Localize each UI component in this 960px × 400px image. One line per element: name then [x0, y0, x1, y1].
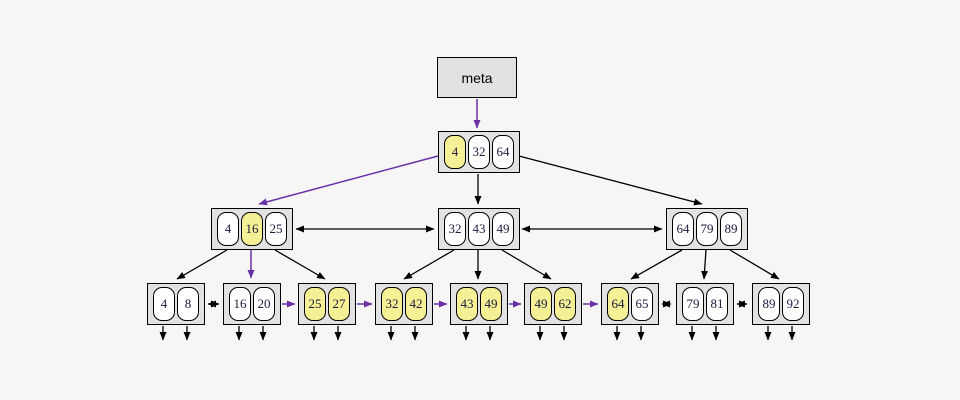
key-cell: 4 [153, 287, 175, 321]
edge-internal0-to-leaf2 [274, 249, 326, 280]
key-cell: 81 [706, 287, 728, 321]
edge-internal1-to-leaf5 [501, 249, 552, 280]
record-pointer-arrows [159, 326, 796, 341]
search-path-edges [247, 99, 599, 308]
edge-internal2-to-leaf8 [729, 249, 780, 280]
key-cell: 64 [672, 212, 694, 246]
key-cell: 65 [631, 287, 653, 321]
key-cell: 42 [405, 287, 427, 321]
leaf-node-2: 25 27 [298, 283, 356, 325]
key-cell: 89 [720, 212, 742, 246]
leaf-node-1: 16 20 [223, 283, 281, 325]
meta-node: meta [437, 57, 517, 98]
key-cell: 43 [456, 287, 478, 321]
edge-root-to-internal0 [258, 155, 439, 206]
key-cell: 49 [480, 287, 502, 321]
leaf-node-7: 79 81 [676, 283, 734, 325]
tree-edges [176, 155, 780, 308]
key-cell: 49 [492, 212, 514, 246]
leaf-node-5: 49 62 [524, 283, 582, 325]
internal-node-1: 32 43 49 [438, 208, 520, 250]
key-cell: 4 [444, 135, 466, 169]
key-cell: 16 [241, 212, 263, 246]
key-cell: 32 [444, 212, 466, 246]
key-cell: 16 [229, 287, 251, 321]
key-cell: 62 [554, 287, 576, 321]
key-cell: 25 [265, 212, 287, 246]
key-cell: 79 [696, 212, 718, 246]
meta-node-label: meta [461, 69, 493, 86]
key-cell: 25 [304, 287, 326, 321]
key-cell: 89 [758, 287, 780, 321]
key-cell: 4 [217, 212, 239, 246]
root-node: 4 32 64 [438, 131, 520, 173]
key-cell: 32 [381, 287, 403, 321]
key-cell: 92 [782, 287, 804, 321]
edge-internal0-to-leaf0 [176, 249, 228, 280]
key-cell: 64 [607, 287, 629, 321]
leaf-node-3: 32 42 [375, 283, 433, 325]
leaf-node-6: 64 65 [601, 283, 659, 325]
leaf-node-8: 89 92 [752, 283, 810, 325]
edge-internal1-to-leaf3 [403, 249, 455, 280]
edge-root-to-internal2 [518, 155, 703, 206]
key-cell: 49 [530, 287, 552, 321]
internal-node-2: 64 79 89 [666, 208, 748, 250]
key-cell: 27 [328, 287, 350, 321]
edge-internal2-to-leaf7 [701, 249, 709, 280]
key-cell: 43 [468, 212, 490, 246]
key-cell: 79 [682, 287, 704, 321]
key-cell: 20 [253, 287, 275, 321]
key-cell: 8 [177, 287, 199, 321]
leaf-node-4: 43 49 [450, 283, 508, 325]
edge-internal2-to-leaf6 [630, 249, 683, 280]
key-cell: 64 [492, 135, 514, 169]
internal-node-0: 4 16 25 [211, 208, 293, 250]
leaf-node-0: 4 8 [147, 283, 205, 325]
key-cell: 32 [468, 135, 490, 169]
